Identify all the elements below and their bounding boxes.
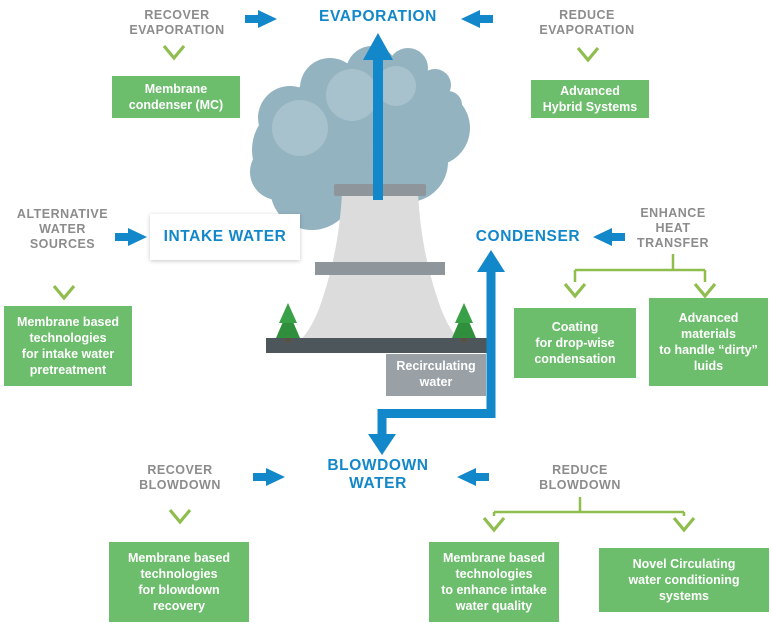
tree-left-icon	[276, 303, 300, 342]
label-enhance-heat-transfer: ENHANCE HEAT TRANSFER	[636, 206, 710, 250]
advanced-materials-down-chevron-icon	[693, 282, 717, 299]
box-membrane-condenser: Membrane condenser (MC)	[112, 76, 240, 118]
alternative-water-down-chevron-icon	[52, 284, 76, 301]
evaporation-up-arrow	[363, 33, 393, 200]
label-recover-evaporation: RECOVER EVAPORATION	[129, 8, 225, 37]
recover-evaporation-down-chevron-icon	[162, 44, 186, 61]
node-evaporation: EVAPORATION	[319, 8, 437, 25]
recover-blowdown-arrow-right-icon	[253, 468, 285, 486]
reduce-blowdown-branch-line	[482, 497, 696, 533]
box-coating-dropwise: Coating for drop-wise condensation	[514, 308, 636, 378]
reduce-evaporation-down-chevron-icon	[576, 46, 600, 63]
box-advanced-hybrid-systems: Advanced Hybrid Systems	[531, 80, 649, 118]
box-advanced-materials-dirty-fluids: Advanced materials to handle “dirty” lui…	[649, 298, 768, 386]
node-recirculating-water: Recirculating water	[386, 354, 486, 396]
enhance-heat-branch-line	[563, 254, 717, 299]
label-reduce-evaporation: REDUCE EVAPORATION	[539, 8, 635, 37]
label-reduce-blowdown: REDUCE BLOWDOWN	[539, 463, 621, 492]
steam-cloud-icon	[250, 46, 470, 230]
condenser-blowdown-line	[368, 250, 505, 455]
node-intake-water: INTAKE WATER	[150, 214, 300, 260]
box-membrane-blowdown-recovery: Membrane based technologies for blowdown…	[109, 542, 249, 622]
reduce-evaporation-arrow-left-icon	[461, 10, 493, 28]
coating-down-chevron-icon	[563, 282, 587, 299]
label-alternative-water-sources: ALTERNATIVE WATER SOURCES	[16, 207, 109, 251]
box-membrane-intake-quality: Membrane based technologies to enhance i…	[429, 542, 559, 622]
tower-base	[266, 338, 492, 353]
condenser-up-arrowhead	[477, 250, 505, 272]
node-blowdown-water: BLOWDOWN WATER	[327, 457, 429, 492]
blowdown-down-arrowhead	[368, 434, 396, 455]
enhance-heat-arrow-left-icon	[593, 228, 625, 246]
recover-blowdown-down-chevron-icon	[168, 508, 192, 525]
recover-evaporation-arrow-right-icon	[245, 10, 277, 28]
alternative-water-arrow-right-icon	[115, 228, 147, 246]
reduce-blowdown-arrow-left-icon	[457, 468, 489, 486]
tree-right-icon	[452, 303, 476, 342]
box-membrane-intake-pretreatment: Membrane based technologies for intake w…	[4, 306, 132, 386]
novel-circulating-down-chevron-icon	[672, 516, 696, 533]
tower-mid-band	[315, 262, 445, 275]
label-recover-blowdown: RECOVER BLOWDOWN	[139, 463, 221, 492]
intake-quality-down-chevron-icon	[482, 516, 506, 533]
node-condenser: CONDENSER	[475, 228, 581, 245]
box-novel-circulating-systems: Novel Circulating water conditioning sys…	[599, 548, 769, 612]
